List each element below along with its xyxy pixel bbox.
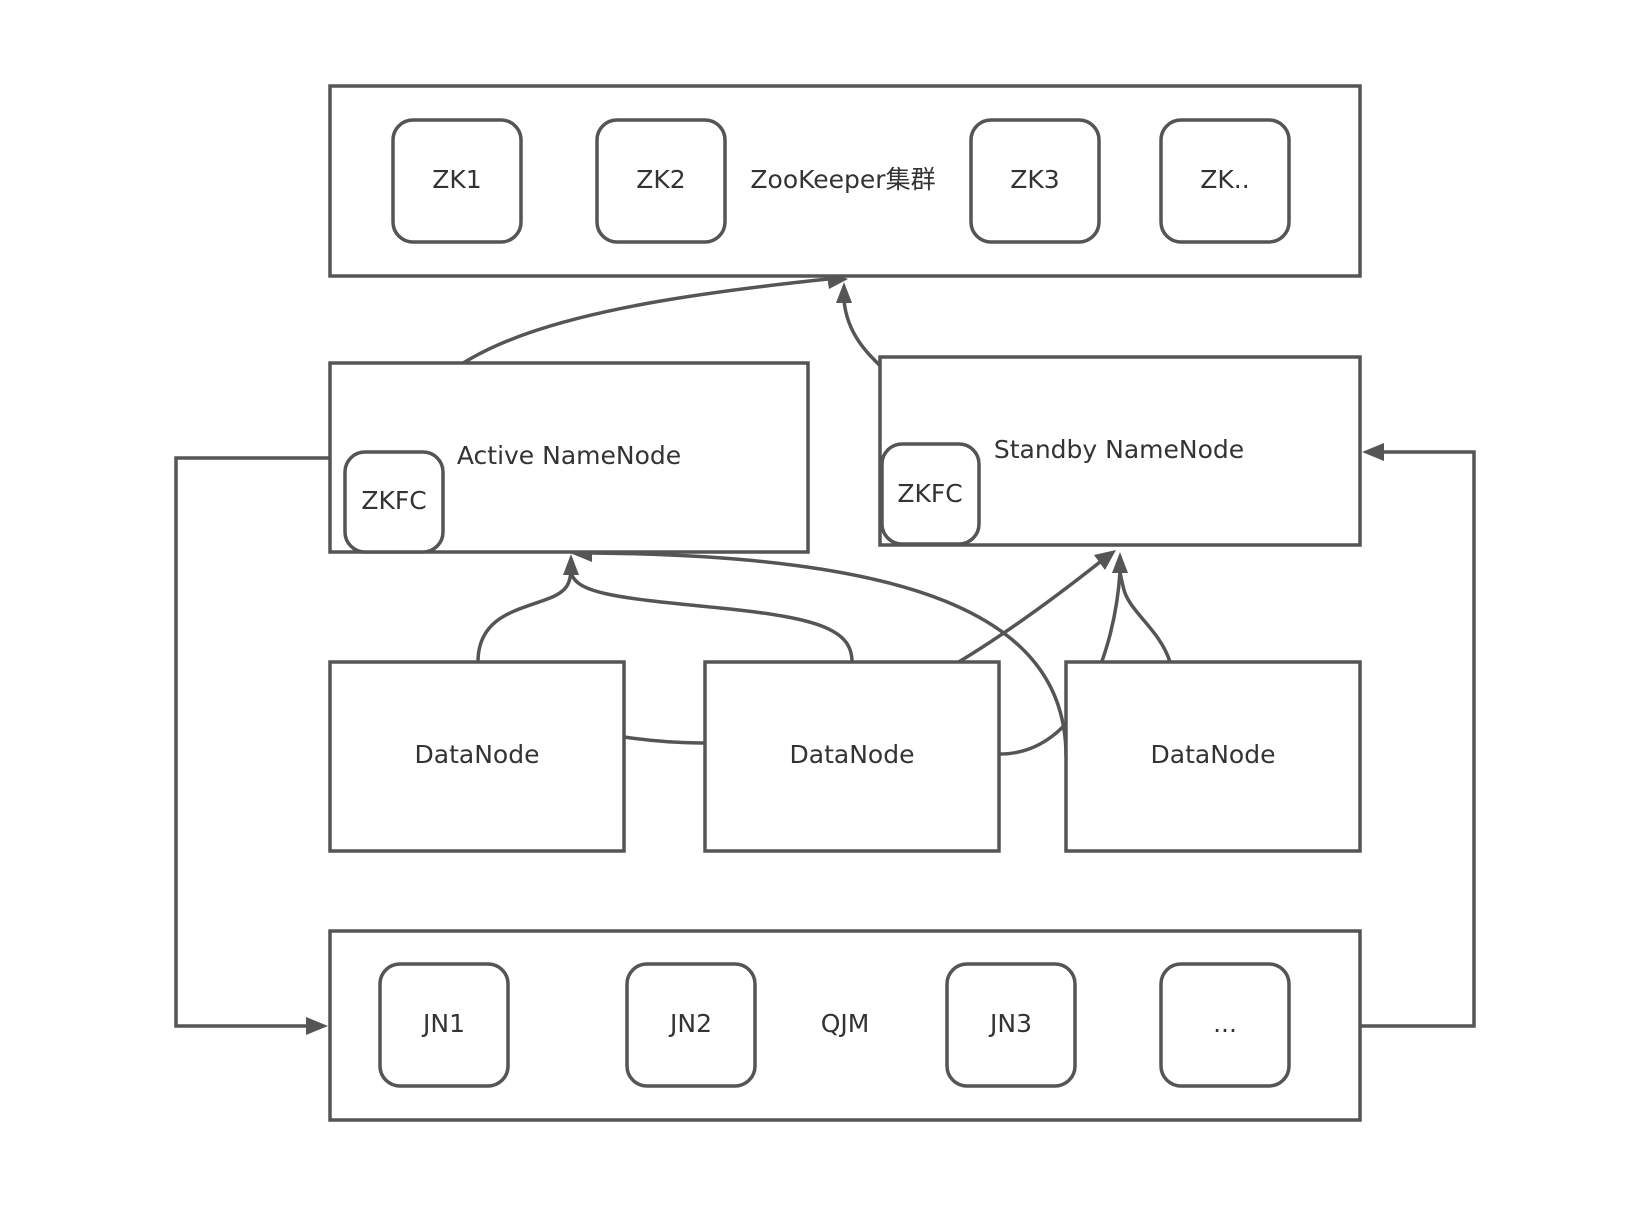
- arrowhead-standby-right: [1362, 443, 1384, 461]
- jn-node-4-label: ...: [1213, 1009, 1237, 1038]
- edge-datanode1-to-active: [476, 569, 573, 663]
- arrowhead-standby-bottom: [1112, 552, 1128, 573]
- jn-node-1-label: JN1: [421, 1009, 465, 1038]
- arrowhead-active-bottom: [563, 554, 579, 575]
- zk-node-1[interactable]: [391, 118, 523, 244]
- standby-namenode-label: Standby NameNode: [994, 435, 1244, 464]
- active-zkfc-label: ZKFC: [361, 486, 426, 515]
- edge-datanode3-to-active: [591, 551, 1068, 757]
- edge-datanode2-to-active: [569, 569, 854, 663]
- datanode-3-box[interactable]: [1064, 660, 1362, 853]
- arrowhead-qjm-left: [306, 1017, 328, 1035]
- jn-node-3-label: JN3: [988, 1009, 1032, 1038]
- datanode-2-label: DataNode: [790, 740, 915, 769]
- zk-node-2-label: ZK2: [636, 165, 685, 194]
- active-namenode: Active NameNode ZKFC: [328, 361, 810, 554]
- zk-node-3[interactable]: [969, 118, 1101, 244]
- jn-node-1[interactable]: [378, 962, 510, 1088]
- zookeeper-cluster: ZK1 ZK2 ZooKeeper集群 ZK3 ZK..: [328, 84, 1362, 278]
- zk-node-4-label: ZK..: [1200, 165, 1249, 194]
- edge-qjm-to-standby: [1360, 450, 1476, 1028]
- qjm-cluster-label: QJM: [821, 1009, 870, 1038]
- zookeeper-cluster-label: ZooKeeper集群: [750, 165, 935, 194]
- jn-node-2[interactable]: [625, 962, 757, 1088]
- datanode-3-label: DataNode: [1151, 740, 1276, 769]
- datanodes: DataNode DataNode DataNode: [328, 660, 1362, 853]
- edge-active-to-qjm: [174, 456, 330, 1028]
- zk-node-1-label: ZK1: [432, 165, 481, 194]
- edge-datanode3-to-standby: [1118, 571, 1172, 663]
- datanode-2-box[interactable]: [703, 660, 1001, 853]
- jn-node-2-label: JN2: [668, 1009, 712, 1038]
- active-namenode-label: Active NameNode: [457, 441, 681, 470]
- arrowhead-standby-bottom-left: [1094, 550, 1116, 570]
- jn-node-4[interactable]: [1159, 962, 1291, 1088]
- standby-namenode: Standby NameNode ZKFC: [878, 355, 1362, 547]
- zk-node-4[interactable]: [1159, 118, 1291, 244]
- zk-node-3-label: ZK3: [1010, 165, 1059, 194]
- qjm-cluster: JN1 JN2 QJM JN3 ...: [328, 929, 1362, 1122]
- datanode-1-box[interactable]: [328, 660, 626, 853]
- active-zkfc-box[interactable]: [343, 450, 445, 554]
- datanode-1-label: DataNode: [415, 740, 540, 769]
- zk-node-2[interactable]: [595, 118, 727, 244]
- standby-zkfc-box[interactable]: [880, 442, 981, 546]
- standby-zkfc-label: ZKFC: [897, 479, 962, 508]
- arrowhead-zookeeper-right: [836, 282, 852, 303]
- jn-node-3[interactable]: [945, 962, 1077, 1088]
